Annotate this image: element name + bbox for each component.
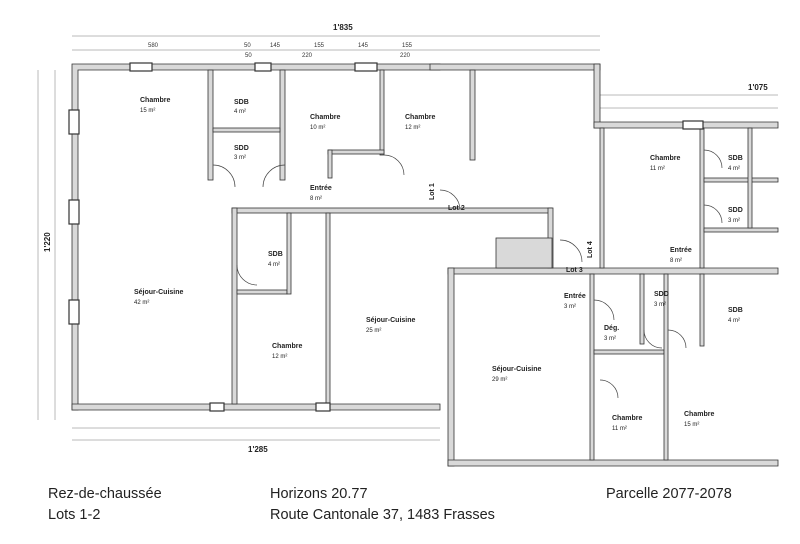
svg-text:Entrée: Entrée [310,185,332,192]
svg-text:SDD: SDD [654,291,669,298]
dim-label: 145 [358,43,369,49]
lot-labels: Lot 1 Lot 2 Lot 3 Lot 4 [429,183,594,274]
svg-text:Chambre: Chambre [684,411,714,418]
floor-label: Rez-de-chaussée [48,486,162,502]
svg-text:SDB: SDB [234,99,249,106]
svg-text:4 m²: 4 m² [728,318,740,324]
svg-text:SDB: SDB [728,155,743,162]
room-sdb-4: SDB 4 m² [728,155,743,172]
room-sdb-2: SDB 4 m² [268,251,283,268]
outer-walls [71,63,779,467]
total-top: 1'835 [333,23,353,32]
dim-label: 155 [314,43,325,49]
floor-plan: 1'835 1'075 1'285 1'220 580 50 145 155 1… [37,23,779,467]
svg-text:Chambre: Chambre [310,114,340,121]
room-sdb-3: SDB 4 m² [728,307,743,324]
svg-text:8 m²: 8 m² [670,258,682,264]
svg-text:SDB: SDB [268,251,283,258]
room-chambre-1: Chambre 15 m² [140,97,170,114]
dim-label: 220 [400,53,411,59]
svg-text:3 m²: 3 m² [234,155,246,161]
svg-text:Chambre: Chambre [272,343,302,350]
footer-parcel: Parcelle 2077-2078 [606,484,732,505]
svg-text:10 m²: 10 m² [310,125,325,131]
svg-text:Séjour-Cuisine: Séjour-Cuisine [134,289,184,296]
footer-project: Horizons 20.77 Route Cantonale 37, 1483 … [270,484,495,526]
door-swings [212,149,723,399]
svg-text:3 m²: 3 m² [604,336,616,342]
project-address: Route Cantonale 37, 1483 Frasses [270,507,495,523]
svg-text:4 m²: 4 m² [728,166,740,172]
room-deg: Dég. 3 m² [604,325,619,342]
dim-label: 145 [270,43,281,49]
room-sejour-1: Séjour-Cuisine 42 m² [134,289,184,306]
lot-1-label: Lot 1 [429,183,436,200]
room-entree-1: Entrée 8 m² [310,185,332,202]
svg-text:SDB: SDB [728,307,743,314]
room-labels: Chambre 15 m² SDB 4 m² SDD 3 m² Chambre 10 m… [134,97,743,432]
svg-text:Chambre: Chambre [612,415,642,422]
footer-level: Rez-de-chaussée Lots 1-2 [48,484,162,526]
svg-text:3 m²: 3 m² [728,218,740,224]
svg-text:12 m²: 12 m² [405,125,420,131]
lot-3-label: Lot 3 [566,267,583,274]
room-chambre-3: Chambre 12 m² [405,114,435,131]
svg-text:11 m²: 11 m² [650,166,665,172]
room-sdb-1: SDB 4 m² [234,99,249,115]
room-entree-3: Entrée 8 m² [670,247,692,264]
svg-text:8 m²: 8 m² [310,196,322,202]
dim-label: 220 [302,53,313,59]
top-dimensions: 580 50 145 155 145 155 50 220 220 [148,43,413,59]
svg-text:15 m²: 15 m² [684,422,699,428]
room-sejour-3: Séjour-Cuisine 29 m² [492,366,542,383]
total-left: 1'220 [43,232,52,252]
project-name: Horizons 20.77 [270,486,368,502]
dimension-lines [37,35,778,441]
svg-text:SDD: SDD [234,145,249,152]
lots-label: Lots 1-2 [48,507,101,523]
dim-label: 580 [148,43,159,49]
room-sdd-1: SDD 3 m² [234,145,249,161]
lot-2-label: Lot 2 [448,205,465,212]
svg-text:15 m²: 15 m² [140,108,155,114]
svg-text:25 m²: 25 m² [366,328,381,334]
svg-text:4 m²: 4 m² [268,262,280,268]
dim-label: 50 [245,53,252,59]
svg-text:Dég.: Dég. [604,325,619,332]
room-sejour-2: Séjour-Cuisine 25 m² [366,317,416,334]
svg-text:12 m²: 12 m² [272,354,287,360]
dim-label: 155 [402,43,413,49]
interior-walls [207,69,779,461]
room-chambre-2: Chambre 10 m² [310,114,340,131]
windows [68,62,704,412]
svg-text:Séjour-Cuisine: Séjour-Cuisine [492,366,542,373]
svg-text:Chambre: Chambre [650,155,680,162]
total-right: 1'075 [748,83,768,92]
svg-text:11 m²: 11 m² [612,426,627,432]
svg-text:Chambre: Chambre [140,97,170,104]
total-bottom: 1'285 [248,445,268,454]
room-chambre-6: Chambre 15 m² [684,411,714,428]
svg-text:42 m²: 42 m² [134,300,149,306]
svg-text:Entrée: Entrée [670,247,692,254]
svg-text:29 m²: 29 m² [492,377,507,383]
svg-text:SDD: SDD [728,207,743,214]
lot-4-label: Lot 4 [587,241,594,258]
room-chambre-5: Chambre 11 m² [612,415,642,432]
dim-label: 50 [244,43,251,49]
room-sdd-3: SDD 3 m² [728,207,743,224]
svg-text:Séjour-Cuisine: Séjour-Cuisine [366,317,416,324]
svg-text:4 m²: 4 m² [234,109,246,115]
room-entree-2: Entrée 3 m² [564,293,586,310]
room-sdd-2: SDD 3 m² [654,291,669,308]
room-chambre-4: Chambre 12 m² [272,343,302,360]
svg-text:3 m²: 3 m² [654,302,666,308]
svg-text:Chambre: Chambre [405,114,435,121]
svg-text:3 m²: 3 m² [564,304,576,310]
parcel-label: Parcelle 2077-2078 [606,486,732,502]
room-chambre-7: Chambre 11 m² [650,155,680,172]
svg-text:Entrée: Entrée [564,293,586,300]
